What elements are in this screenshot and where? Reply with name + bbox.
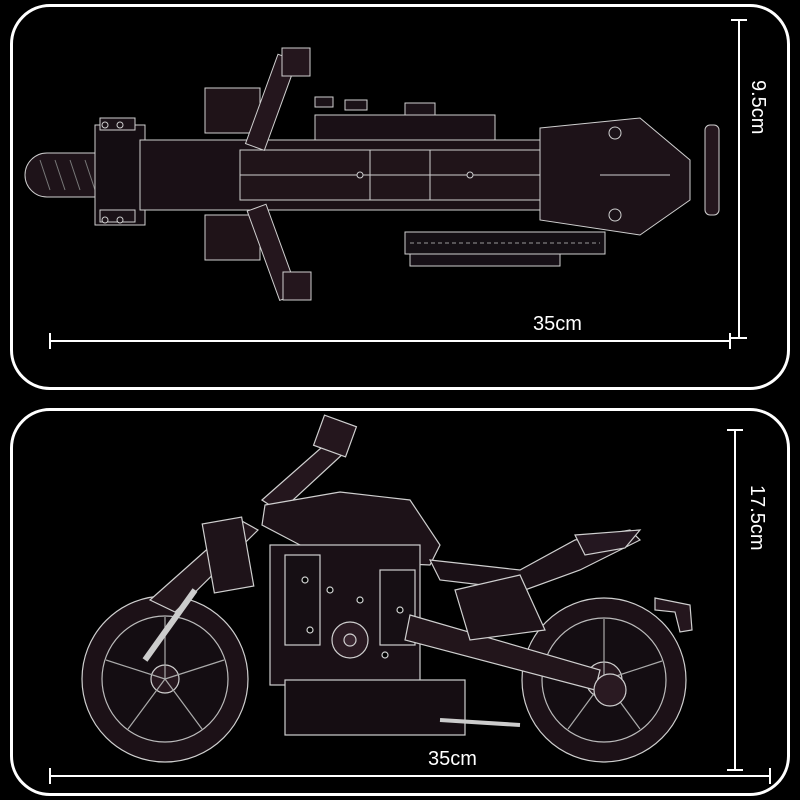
side-length-label: 35cm xyxy=(428,748,477,770)
top-length-label: 35cm xyxy=(533,313,582,335)
motorcycle-side-view xyxy=(81,414,693,763)
side-view-panel xyxy=(10,408,790,796)
top-view-dimensions xyxy=(49,19,747,349)
side-height-label: 17.5cm xyxy=(746,485,768,551)
motorcycle-top-view xyxy=(24,47,720,302)
top-height-label: 9.5cm xyxy=(747,80,769,135)
side-view-dimensions xyxy=(49,429,771,784)
top-view-panel xyxy=(10,4,790,390)
